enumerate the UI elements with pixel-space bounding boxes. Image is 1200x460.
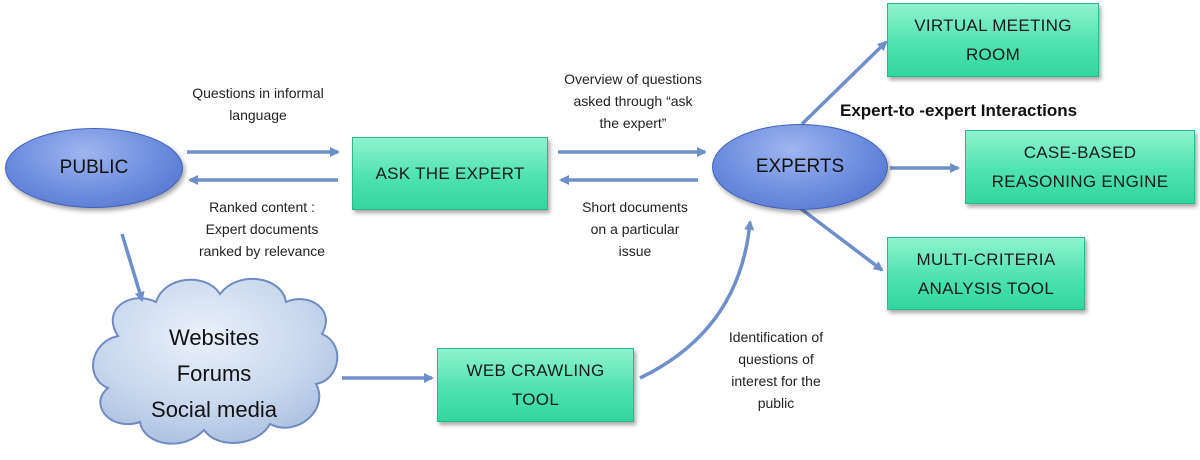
online-source-websites: Websites bbox=[168, 325, 260, 350]
label-questions-informal-language: Questions in informal language bbox=[168, 82, 348, 126]
label-line: interest for the bbox=[731, 373, 821, 389]
experts-node-label: EXPERTS bbox=[755, 156, 845, 177]
public-node: PUBLIC bbox=[5, 128, 183, 208]
multi-criteria-label-line-1: MULTI-CRITERIA bbox=[916, 249, 1056, 269]
arrow-crawler-to-experts bbox=[639, 220, 755, 380]
label-line: the expert” bbox=[599, 115, 667, 131]
virtual-meeting-room-label-line-1: VIRTUAL MEETING bbox=[914, 16, 1072, 35]
label-line: on a particular bbox=[590, 221, 680, 237]
label-line: asked through “ask bbox=[573, 93, 693, 109]
label-line: Overview of questions bbox=[564, 71, 702, 87]
multi-criteria-label-line-2: ANALYSIS TOOL bbox=[917, 278, 1055, 298]
label-overview-of-questions: Overview of questions asked through “ask… bbox=[538, 68, 728, 134]
web-crawling-tool-node: WEB CRAWLING TOOL bbox=[437, 348, 634, 422]
web-crawling-label-line-1: WEB CRAWLING bbox=[466, 361, 605, 380]
multi-criteria-analysis-tool-node: MULTI-CRITERIA ANALYSIS TOOL bbox=[887, 237, 1085, 310]
label-line: Questions in informal bbox=[192, 85, 324, 101]
ask-the-expert-node: ASK THE EXPERT bbox=[352, 137, 548, 210]
online-sources-cloud bbox=[92, 277, 339, 445]
label-line: Expert documents bbox=[205, 221, 319, 237]
ask-the-expert-label: ASK THE EXPERT bbox=[375, 164, 525, 183]
label-line: Short documents bbox=[582, 199, 688, 215]
experts-node: EXPERTS bbox=[712, 124, 888, 210]
label-ranked-content: Ranked content : Expert documents ranked… bbox=[172, 196, 352, 262]
online-source-forums: Forums bbox=[176, 361, 252, 386]
case-based-label-line-1: CASE-BASED bbox=[1023, 143, 1137, 162]
label-line: Identification of bbox=[728, 329, 824, 345]
web-crawling-label-line-2: TOOL bbox=[511, 390, 560, 409]
arrow-experts-to-virtual-room bbox=[800, 40, 888, 126]
arrow-experts-to-multi-criteria bbox=[798, 206, 884, 272]
online-source-social-media: Social media bbox=[151, 397, 277, 422]
label-line: ranked by relevance bbox=[198, 243, 326, 259]
label-line: issue bbox=[618, 243, 652, 259]
arrow-public-to-cloud bbox=[120, 233, 145, 302]
label-short-documents: Short documents on a particular issue bbox=[550, 196, 720, 262]
label-line: language bbox=[229, 107, 287, 123]
case-based-reasoning-engine-node: CASE-BASED REASONING ENGINE bbox=[965, 130, 1195, 204]
expert-to-expert-heading: Expert-to -expert Interactions bbox=[840, 101, 1078, 120]
virtual-meeting-room-node: VIRTUAL MEETING ROOM bbox=[887, 3, 1099, 77]
label-line: public bbox=[757, 395, 795, 411]
label-line: Ranked content : bbox=[209, 199, 315, 215]
case-based-label-line-2: REASONING ENGINE bbox=[991, 172, 1169, 191]
label-line: questions of bbox=[738, 351, 814, 367]
label-identification-of-questions: Identification of questions of interest … bbox=[706, 326, 846, 414]
virtual-meeting-room-label-line-2: ROOM bbox=[965, 45, 1021, 64]
online-sources-text: Websites Forums Social media bbox=[114, 320, 314, 428]
public-node-label: PUBLIC bbox=[59, 157, 129, 178]
